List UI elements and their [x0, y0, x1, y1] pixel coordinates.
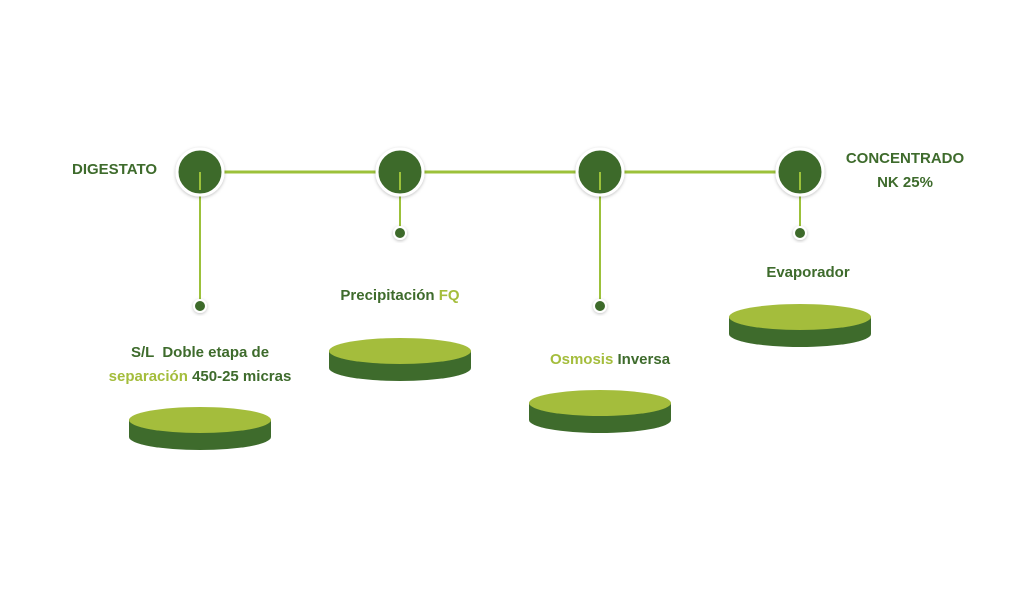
step-node-3	[575, 147, 625, 313]
start-label: DIGESTATO	[72, 161, 158, 178]
step-node-4	[775, 147, 825, 240]
step-label-2-text: Precipitación	[340, 287, 435, 304]
endpoint-dot-3	[593, 299, 607, 313]
step-label-2-accent: FQ	[438, 287, 460, 304]
end-label: CONCENTRADO NK 25%	[830, 147, 980, 195]
step-label-1-rest: 450-25 micras	[192, 368, 292, 385]
platform-disc-1	[129, 407, 271, 450]
step-label-3: Osmosis Inversa	[500, 348, 720, 372]
endpoint-dot-1	[193, 299, 207, 313]
step-label-3-accent: Osmosis	[549, 351, 614, 368]
end-label-line2: NK 25%	[877, 174, 933, 191]
step-label-1-accent: separación	[108, 368, 188, 385]
endpoint-dot-2	[393, 226, 407, 240]
end-label-line1: CONCENTRADO	[845, 150, 965, 167]
step-label-2: Precipitación FQ	[300, 284, 500, 308]
step-node-1	[175, 147, 225, 313]
platform-disc-2	[329, 338, 471, 381]
step-label-4: Evaporador	[766, 264, 850, 281]
step-label-1-line2: separación 450-25 micras	[60, 365, 340, 389]
step-label-1: S/L Doble etapa de separación 450-25 mic…	[60, 341, 340, 389]
step-label-1-line1: S/L Doble etapa de	[130, 344, 270, 361]
endpoint-dot-4	[793, 226, 807, 240]
step-label-3-text: Inversa	[617, 351, 671, 368]
platform-disc-4	[729, 304, 871, 347]
platform-disc-3	[529, 390, 671, 433]
step-node-2	[375, 147, 425, 240]
